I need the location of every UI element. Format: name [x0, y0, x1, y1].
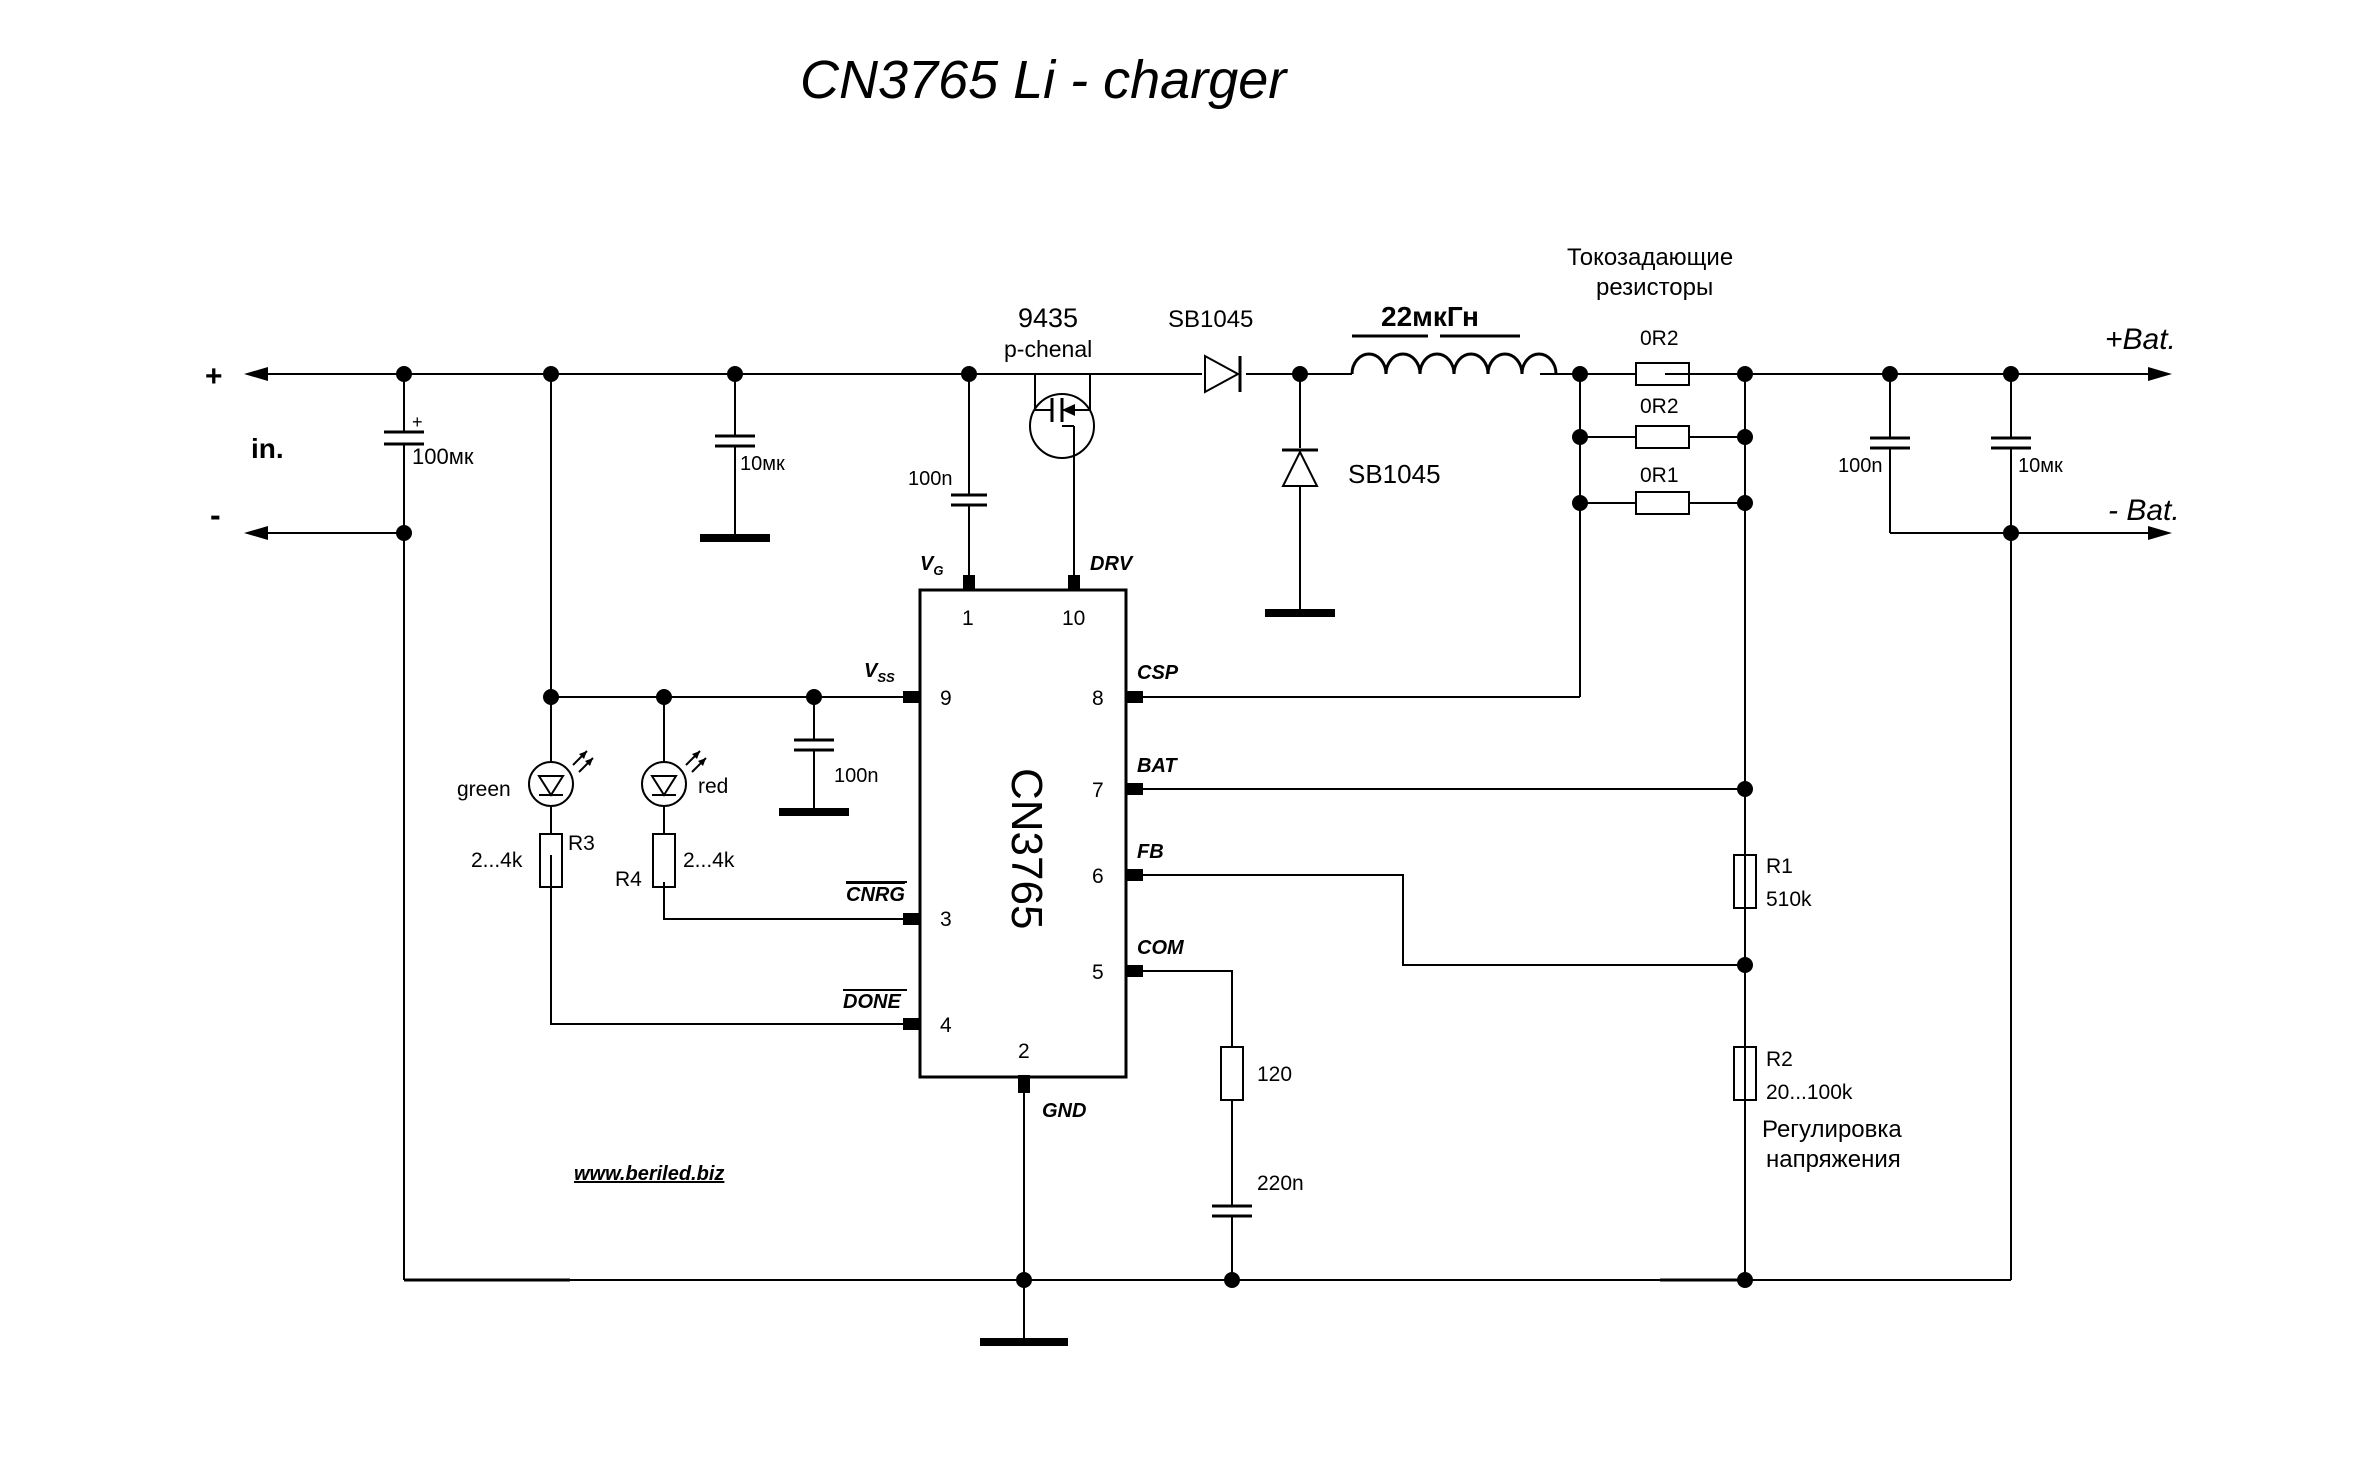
- resistor-r4: R4 2...4k: [615, 833, 735, 891]
- r2-value: 20...100k: [1766, 1081, 1853, 1104]
- pin-vg-name: VG: [920, 553, 943, 578]
- ic-name: CN3765: [1002, 768, 1051, 929]
- c-com-value: 220n: [1257, 1172, 1304, 1195]
- pin-bat-num: 7: [1092, 779, 1104, 802]
- pin-vss-name: VSS: [864, 660, 895, 685]
- c-in-small: 10мк: [700, 374, 785, 542]
- sense-title-1: Токозадающие: [1567, 244, 1733, 271]
- r2-name: R2: [1766, 1048, 1793, 1071]
- junction-dots: [396, 366, 2019, 1288]
- r3-value: 2...4k: [471, 849, 523, 872]
- vadj-label-1: Регулировка: [1762, 1116, 1902, 1143]
- sense-resistors: 0R2 0R2 0R1: [1579, 327, 1746, 1280]
- pin-cnrg-name: CNRG: [846, 884, 905, 906]
- r3-name: R3: [568, 832, 595, 855]
- input-label: in.: [251, 433, 284, 464]
- input-minus-label: -: [210, 497, 221, 533]
- c-in-bulk-value: 100мк: [412, 444, 474, 469]
- bat-minus-label: - Bat.: [2108, 494, 2180, 527]
- diode-series: SB1045: [1168, 306, 1253, 394]
- c-out-bulk-value: 10мк: [2018, 455, 2063, 477]
- pin-bat-name: BAT: [1137, 755, 1178, 777]
- r-com-value: 120: [1257, 1063, 1292, 1086]
- rs1-value: 0R2: [1640, 327, 1679, 350]
- ic-wires: [550, 696, 1745, 1346]
- pin-fb-num: 6: [1092, 865, 1104, 888]
- pin-done-num: 4: [940, 1014, 952, 1037]
- led-red: red: [641, 697, 728, 834]
- c-com: 220n: [1212, 1172, 1304, 1280]
- led-red-label: red: [698, 775, 728, 798]
- pin-csp-num: 8: [1092, 687, 1104, 710]
- c-out-small-value: 100n: [1838, 455, 1883, 477]
- pin-gnd-name: GND: [1042, 1100, 1086, 1122]
- c-vg: 100n: [908, 374, 987, 575]
- mosfet-9435: 9435 p-chenal: [1004, 303, 1095, 575]
- c-vss-value: 100n: [834, 765, 879, 787]
- r4-name: R4: [615, 868, 642, 891]
- sense-title-2: резисторы: [1596, 274, 1713, 301]
- pin-csp-name: CSP: [1137, 662, 1179, 684]
- rs3-value: 0R1: [1640, 464, 1679, 487]
- inductor-22uh: 22мкГн: [1350, 301, 1580, 375]
- diode-freewheel: SB1045: [1265, 374, 1441, 617]
- r1-name: R1: [1766, 855, 1793, 878]
- inductor-value: 22мкГн: [1381, 301, 1479, 332]
- r1-value: 510k: [1766, 888, 1812, 911]
- c-in-bulk: + 100мк: [384, 374, 474, 533]
- pin-cnrg-num: 3: [940, 908, 952, 931]
- pin-vss-num: 9: [940, 687, 952, 710]
- resistor-r2: R2 20...100k: [1733, 1046, 1853, 1104]
- diode-series-label: SB1045: [1168, 306, 1253, 333]
- led-green: green: [457, 697, 594, 834]
- bat-plus-label: +Bat.: [2105, 323, 2176, 356]
- input-minus-terminal: -: [210, 497, 268, 540]
- diagram-title: CN3765 Li - charger: [800, 50, 1288, 110]
- pin-done-name: DONE: [843, 991, 901, 1013]
- pin-fb-name: FB: [1137, 841, 1164, 863]
- resistor-com: 120: [1220, 1046, 1292, 1206]
- c-out-small: 100n: [1838, 374, 1910, 533]
- input-plus-terminal: +: [205, 360, 268, 393]
- c-vg-value: 100n: [908, 468, 953, 490]
- pin-gnd-num: 2: [1018, 1040, 1030, 1063]
- c-in-bulk-polarity: +: [412, 412, 423, 432]
- pin-com-num: 5: [1092, 961, 1104, 984]
- diode-freewheel-label: SB1045: [1348, 459, 1441, 489]
- resistor-r3: R3 2...4k: [471, 832, 595, 1024]
- pin-drv-num: 10: [1062, 607, 1085, 630]
- resistor-r1: R1 510k: [1733, 854, 1812, 911]
- pin-drv-name: DRV: [1090, 553, 1134, 575]
- mosfet-type: p-chenal: [1004, 336, 1092, 362]
- ic-cn3765: CN3765 VG 1 DRV 10 VSS 9 CNRG 3 DONE 4 G…: [843, 553, 1185, 1122]
- c-vss: 100n: [779, 697, 879, 816]
- led-green-label: green: [457, 778, 511, 801]
- c-in-small-value: 10мк: [740, 453, 785, 475]
- rs2-value: 0R2: [1640, 395, 1679, 418]
- vadj-label-2: напряжения: [1766, 1146, 1901, 1173]
- input-plus-label: +: [205, 360, 223, 393]
- pin-vg-num: 1: [962, 607, 974, 630]
- c-out-bulk: 10мк: [1991, 374, 2063, 1280]
- r4-value: 2...4k: [683, 849, 735, 872]
- pin-com-name: COM: [1137, 937, 1185, 959]
- website-link[interactable]: www.beriled.biz: [574, 1163, 724, 1185]
- mosfet-part: 9435: [1018, 303, 1078, 333]
